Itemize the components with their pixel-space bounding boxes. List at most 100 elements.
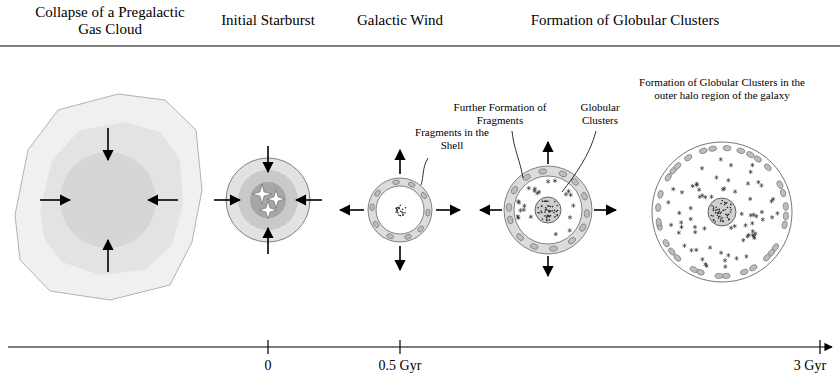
shell-fragment: [683, 153, 693, 162]
core-star: [545, 209, 547, 211]
shell-fragment: [763, 163, 772, 172]
globular-cluster: [571, 203, 575, 207]
axis-label: 0: [248, 358, 288, 374]
core-star: [720, 220, 722, 222]
core-star: [542, 201, 544, 203]
core-star: [396, 209, 398, 211]
core-star: [546, 217, 548, 219]
shell-fragment: [740, 268, 749, 276]
core-star: [722, 210, 724, 212]
core-star: [547, 200, 549, 202]
shell-fragment: [567, 236, 577, 245]
globular-cluster: [689, 206, 693, 210]
leader-line: [562, 131, 596, 192]
leader-line: [512, 131, 523, 178]
core-star: [402, 212, 404, 214]
core-star: [725, 214, 727, 216]
core-star: [546, 209, 548, 211]
globular-cluster: [757, 180, 761, 184]
core-star: [725, 203, 727, 205]
globular-cluster: [726, 178, 730, 182]
axis-label: 0.5 Gyr: [365, 358, 435, 374]
core-star: [537, 207, 539, 209]
core-star: [724, 209, 726, 211]
globular-cluster: [733, 224, 737, 228]
shell-fragment: [584, 209, 590, 217]
globular-cluster: [568, 215, 572, 219]
callout-label: Fragments in the Shell: [410, 126, 494, 151]
core-star: [722, 220, 724, 222]
globular-cluster: [723, 264, 727, 268]
core-star: [713, 219, 715, 221]
shell-fragment: [408, 181, 416, 188]
shell-fragment: [510, 185, 519, 195]
globular-cluster: [749, 213, 753, 217]
core-star: [730, 211, 732, 213]
shell-fragment: [558, 170, 567, 178]
core-star: [713, 219, 715, 221]
callout-label: Formation of Globular Clusters in the ou…: [627, 76, 817, 101]
globular-cluster: [697, 188, 701, 192]
leader-line: [421, 158, 428, 185]
shell-fragment: [762, 253, 771, 262]
core-star: [396, 210, 398, 212]
globular-cluster: [700, 166, 704, 170]
globular-cluster: [723, 258, 727, 262]
core-star: [730, 209, 732, 211]
globular-cluster: [760, 183, 764, 187]
core-star: [544, 215, 546, 217]
core-star: [718, 209, 720, 211]
globular-cluster: [695, 182, 699, 186]
shell-fragment: [506, 203, 512, 211]
shell-fragment: [779, 188, 786, 197]
header-rule: [0, 45, 840, 46]
shell-fragment: [392, 180, 400, 185]
core-star: [400, 215, 402, 217]
core-star: [396, 207, 398, 209]
callout-label: Further Formation of Fragments: [444, 101, 556, 126]
shell-fragment: [404, 234, 412, 240]
core-star: [549, 219, 551, 221]
core-star: [557, 215, 559, 217]
globular-cluster: [677, 231, 681, 235]
globular-cluster: [519, 208, 523, 212]
core-star: [721, 217, 723, 219]
globular-cluster: [754, 214, 758, 218]
globular-cluster: [554, 232, 558, 236]
globular-cluster: [754, 231, 758, 235]
core-star: [554, 201, 556, 203]
globular-cluster: [568, 228, 572, 232]
shell-fragment: [689, 265, 698, 273]
shell-fragment: [655, 203, 661, 211]
globular-cluster: [741, 238, 745, 242]
callout-label: Globular Clusters: [569, 101, 631, 126]
globular-cluster: [516, 199, 520, 203]
core-star: [400, 204, 402, 206]
shell-fragment: [715, 273, 723, 279]
core-star: [402, 209, 404, 211]
globular-cluster: [671, 187, 675, 191]
shell-fragment: [420, 191, 427, 199]
core-star: [545, 201, 547, 203]
core-star: [715, 212, 717, 214]
shell-fragment: [708, 146, 717, 152]
core-star: [722, 200, 724, 202]
core-star: [727, 217, 729, 219]
shell-fragment: [370, 203, 375, 210]
globular-cluster: [529, 215, 533, 219]
core-star: [719, 216, 721, 218]
core-star: [726, 214, 728, 216]
globular-cluster: [527, 186, 531, 190]
core-star: [401, 211, 403, 213]
core-star: [556, 211, 558, 213]
shell-fragment: [781, 220, 788, 229]
core-star: [398, 214, 400, 216]
core-star: [537, 212, 539, 214]
core-star: [544, 211, 546, 213]
globular-cluster: [679, 220, 683, 224]
core-star: [400, 210, 402, 212]
globular-cluster: [751, 163, 755, 167]
globular-cluster: [567, 189, 571, 193]
globular-cluster: [537, 190, 541, 194]
